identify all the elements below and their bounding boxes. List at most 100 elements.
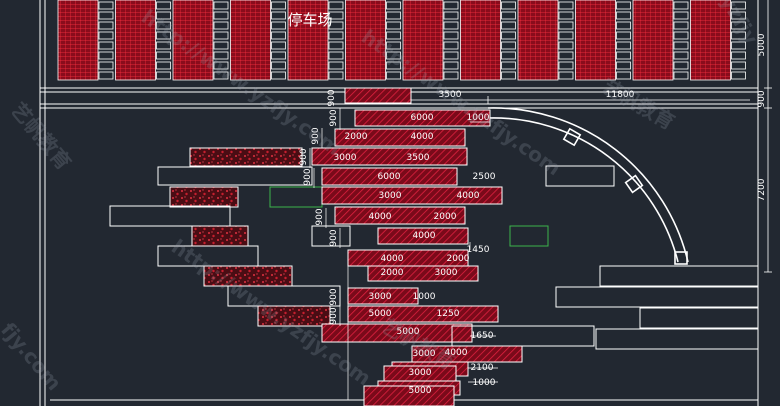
parking-marker — [443, 71, 459, 80]
parking-marker — [616, 61, 631, 70]
parking-title: 停车场 — [287, 11, 332, 29]
parking-marker — [386, 31, 401, 40]
parking-marker — [271, 41, 286, 50]
parking-marker — [443, 51, 459, 60]
dim-900-top: 900 — [327, 89, 337, 106]
right-planters — [545, 165, 759, 350]
dim-11800: 11800 — [606, 90, 635, 100]
dim-r1-1000: 1000 — [467, 113, 490, 123]
dim-900-right: 900 — [757, 90, 767, 107]
dim-r4-6000: 6000 — [378, 172, 401, 182]
parking-marker — [156, 61, 171, 70]
paving-slab — [311, 225, 351, 247]
parking-marker — [386, 71, 401, 80]
dim-r3-3000: 3000 — [334, 153, 357, 163]
parking-block — [402, 0, 444, 81]
parking-marker — [213, 31, 229, 40]
dim-5000-right: 5000 — [757, 33, 767, 56]
watermark-text: 艺帆教育 — [6, 98, 76, 175]
parking-block — [287, 0, 329, 81]
parking-marker — [98, 1, 114, 10]
parking-marker — [213, 11, 229, 20]
dim-r6-4000: 4000 — [369, 212, 392, 222]
dim-r12-5000: 5000 — [397, 327, 420, 337]
parking-marker — [271, 71, 286, 80]
parking-block — [57, 0, 99, 81]
parking-marker — [731, 61, 746, 70]
parking-marker — [558, 1, 574, 10]
dim-r6-2000: 2000 — [434, 212, 457, 222]
parking-marker — [731, 21, 746, 30]
parking-marker — [328, 21, 344, 30]
parking-marker — [558, 21, 574, 30]
watermark-url: fjy.com — [0, 318, 66, 395]
paving-slab — [191, 225, 249, 247]
parking-marker — [731, 51, 746, 60]
dim-7200-right: 7200 — [757, 178, 767, 201]
parking-marker — [501, 1, 516, 10]
paving-slab — [334, 128, 466, 147]
parking-marker — [731, 1, 746, 10]
parking-block — [115, 0, 156, 81]
parking-marker — [386, 21, 401, 30]
paving-slab — [269, 186, 323, 208]
parking-marker — [213, 61, 229, 70]
paving-slab — [321, 167, 458, 186]
dim-r2-4000: 4000 — [411, 132, 434, 142]
dimension-leaders — [309, 108, 498, 400]
paving-slab — [363, 385, 455, 406]
dim-r15-1000: 1000 — [473, 378, 496, 388]
parking-marker — [98, 21, 114, 30]
dim-r8-2000: 2000 — [447, 254, 470, 264]
parking-marker — [98, 41, 114, 50]
paving-slab — [377, 227, 469, 245]
parking-marker — [213, 51, 229, 60]
parking-marker — [386, 51, 401, 60]
parking-block — [517, 0, 559, 81]
paving-slab — [367, 265, 479, 282]
parking-marker — [558, 11, 574, 20]
parking-marker — [98, 31, 114, 40]
dim-r11-900: 900 — [329, 307, 339, 324]
parking-marker — [98, 61, 114, 70]
parking-marker — [328, 51, 344, 60]
dim-r10-1000: 1000 — [413, 292, 436, 302]
paving-slab — [311, 147, 468, 166]
road-lines — [39, 0, 759, 406]
dim-r10-900: 900 — [329, 288, 339, 305]
parking-marker — [501, 41, 516, 50]
parking-marker — [731, 71, 746, 80]
paving-slab — [321, 186, 503, 205]
parking-marker — [443, 61, 459, 70]
parking-marker — [673, 1, 689, 10]
parking-marker — [156, 51, 171, 60]
parking-marker — [443, 1, 459, 10]
parking-marker — [673, 31, 689, 40]
parking-block — [460, 0, 501, 81]
dim-r8-4000: 4000 — [381, 254, 404, 264]
paving-slab — [189, 147, 303, 167]
paving-slab — [344, 87, 412, 104]
parking-marker — [328, 41, 344, 50]
paving-slab — [321, 323, 473, 343]
parking-marker — [328, 11, 344, 20]
parking-marker — [731, 11, 746, 20]
paving-slab — [509, 225, 549, 247]
parking-marker — [386, 61, 401, 70]
parking-block — [172, 0, 214, 81]
parking-marker — [501, 21, 516, 30]
dim-r5-3000: 3000 — [379, 191, 402, 201]
parking-marker — [501, 11, 516, 20]
parking-block — [690, 0, 731, 81]
parking-marker — [156, 21, 171, 30]
dim-r14-3000: 3000 — [413, 349, 436, 359]
dim-r10-3000: 3000 — [369, 292, 392, 302]
parking-marker — [98, 71, 114, 80]
parking-marker — [271, 31, 286, 40]
parking-marker — [386, 1, 401, 10]
parking-marker — [673, 51, 689, 60]
parking-marker — [501, 31, 516, 40]
parking-marker — [328, 71, 344, 80]
paving-slab — [109, 205, 231, 227]
parking-marker — [271, 21, 286, 30]
